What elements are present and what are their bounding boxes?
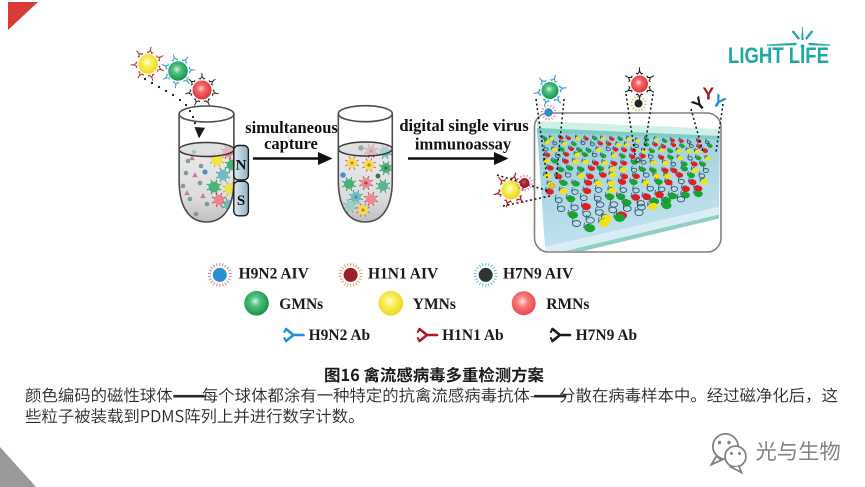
svg-text:immunoassay: immunoassay: [415, 135, 512, 154]
svg-text:H7N9 AIV: H7N9 AIV: [503, 266, 574, 283]
svg-text:Y: Y: [703, 84, 715, 104]
svg-text:H7N9 Ab: H7N9 Ab: [576, 327, 638, 344]
svg-text:S: S: [237, 193, 245, 209]
svg-text:capture: capture: [264, 134, 318, 153]
svg-text:H9N2 AIV: H9N2 AIV: [239, 266, 310, 283]
svg-text:LIGHT LIFE: LIGHT LIFE: [728, 43, 829, 68]
svg-text:H9N2 Ab: H9N2 Ab: [309, 327, 371, 344]
svg-text:GMNs: GMNs: [279, 296, 323, 313]
svg-text:RMNs: RMNs: [546, 296, 589, 313]
svg-text:simultaneous: simultaneous: [245, 118, 338, 137]
svg-text:H1N1 Ab: H1N1 Ab: [442, 327, 504, 344]
svg-text:digital single virus: digital single virus: [399, 116, 529, 135]
svg-text:H1N1 AIV: H1N1 AIV: [368, 266, 439, 283]
svg-text:YMNs: YMNs: [413, 296, 456, 313]
svg-text:N: N: [236, 158, 247, 174]
